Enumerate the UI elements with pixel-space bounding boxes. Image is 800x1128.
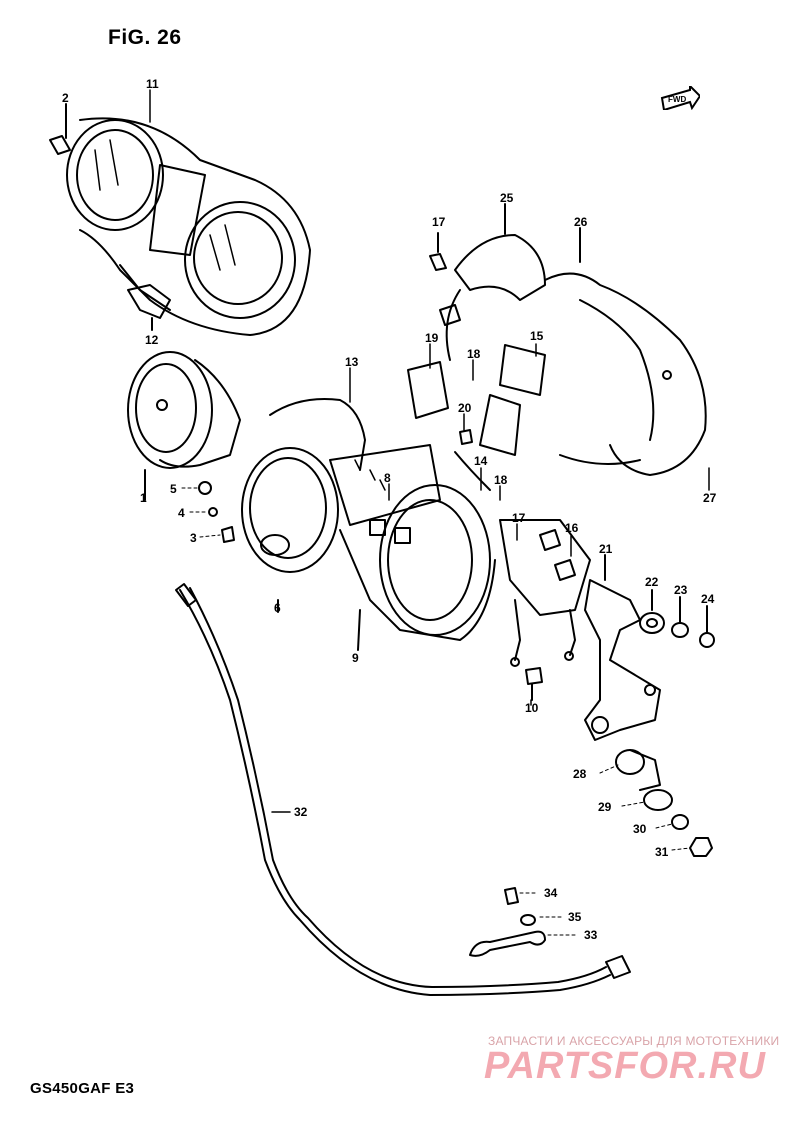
bulb-socket-parts (407, 232, 546, 491)
callout-labels: 11 2 12 1 5 4 3 13 8 6 9 25 26 17 15 19 … (62, 77, 717, 942)
callout-35: 35 (568, 910, 582, 924)
grommet-parts (639, 589, 715, 648)
meter-housing-part (241, 398, 496, 651)
callout-23: 23 (674, 583, 688, 597)
callout-18-top: 18 (467, 347, 481, 361)
callout-16: 16 (565, 521, 579, 535)
callout-26: 26 (574, 215, 588, 229)
callout-10: 10 (525, 701, 539, 715)
callout-13: 13 (345, 355, 359, 369)
callout-32: 32 (294, 805, 308, 819)
bulb-part (49, 103, 71, 155)
watermark-tagline: ЗАПЧАСТИ И АКСЕССУАРЫ ДЛЯ МОТОТЕХНИКИ (488, 1034, 780, 1048)
callout-8: 8 (384, 471, 391, 485)
model-code: GS450GAF E3 (30, 1080, 135, 1097)
callout-31: 31 (655, 845, 669, 859)
meter-cover-part (445, 203, 707, 476)
callout-15: 15 (530, 329, 544, 343)
callout-27: 27 (703, 491, 717, 505)
callout-2: 2 (62, 91, 69, 105)
leader-lines (149, 89, 710, 706)
small-hardware-parts (181, 481, 235, 543)
callout-20: 20 (458, 401, 472, 415)
screw-part (525, 667, 543, 701)
forward-arrow-icon: FWD (660, 86, 700, 110)
callout-18-lower: 18 (494, 473, 508, 487)
callout-6: 6 (274, 601, 281, 615)
callout-9: 9 (352, 651, 359, 665)
callout-3: 3 (190, 531, 197, 545)
callout-5: 5 (170, 482, 177, 496)
callout-28: 28 (573, 767, 587, 781)
callout-22: 22 (645, 575, 659, 589)
callout-4: 4 (178, 506, 185, 520)
mounting-bracket-part (584, 554, 661, 741)
callout-25: 25 (500, 191, 514, 205)
callout-21: 21 (599, 542, 613, 556)
callout-12: 12 (145, 333, 159, 347)
bracket-part (127, 284, 171, 331)
callout-1: 1 (140, 491, 147, 505)
watermark-brand: PARTSFOR.RU (484, 1045, 766, 1087)
callout-17-lower: 17 (512, 511, 526, 525)
figure-title: FiG. 26 (108, 26, 182, 49)
callout-29: 29 (598, 800, 612, 814)
callout-34: 34 (544, 886, 558, 900)
lower-socket-parts (499, 519, 591, 667)
cushion-stack-parts (599, 749, 713, 857)
speedometer-cable-part (175, 583, 631, 996)
fwd-label: FWD (668, 95, 686, 104)
callout-30: 30 (633, 822, 647, 836)
callout-24: 24 (701, 592, 715, 606)
callout-33: 33 (584, 928, 598, 942)
cable-clamp-parts (469, 887, 578, 957)
callout-19: 19 (425, 331, 439, 345)
meter-assembly-part (66, 117, 311, 336)
speedometer-face-part (127, 351, 241, 501)
callout-14: 14 (474, 454, 488, 468)
callout-11: 11 (146, 77, 159, 91)
callout-17-top: 17 (432, 215, 446, 229)
